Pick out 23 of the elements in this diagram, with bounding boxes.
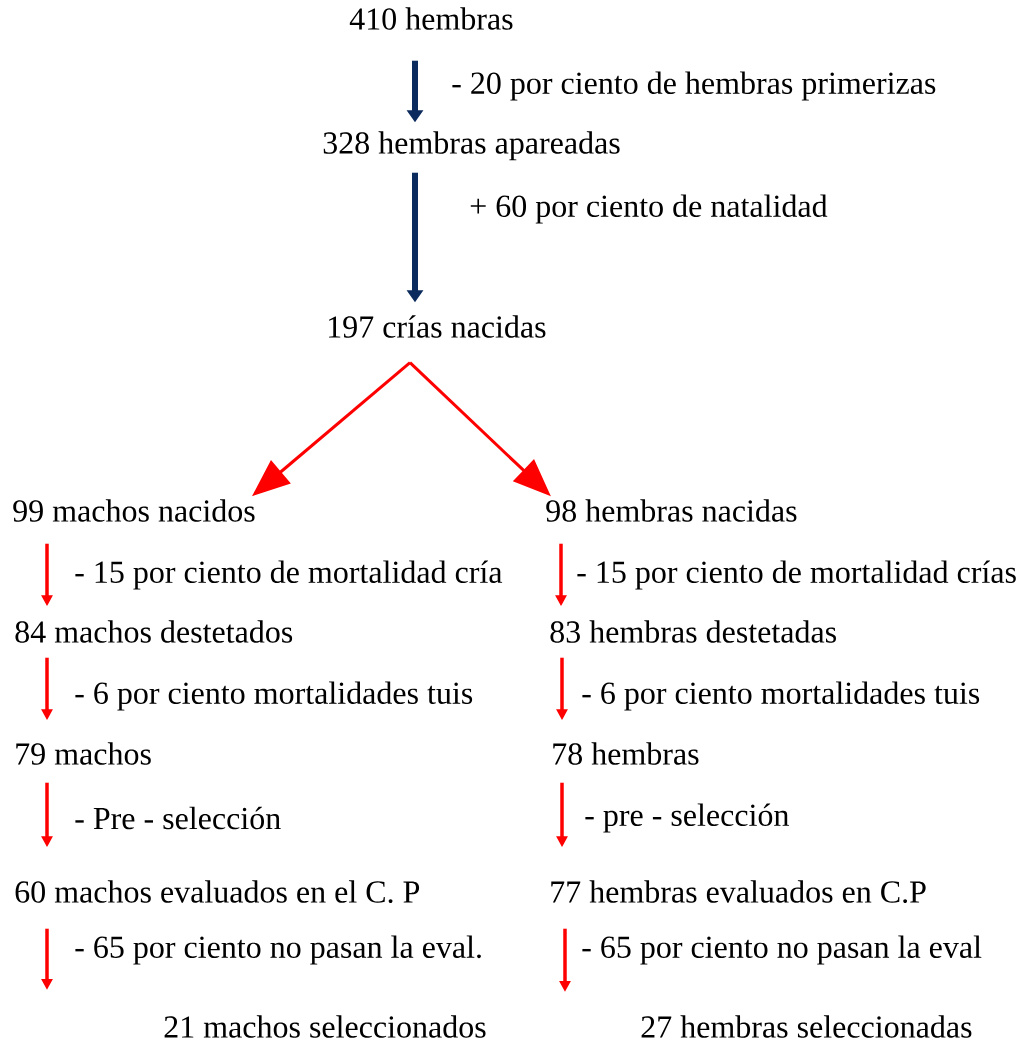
edge-label: - Pre - selección bbox=[75, 806, 281, 830]
flow-text: 197 crías nacidas bbox=[329, 315, 546, 338]
edge-label: - pre - selección bbox=[585, 803, 789, 833]
flow-text: 60 machos evaluados en el C. P bbox=[15, 880, 420, 903]
edge-label: + 60 por ciento de natalidad bbox=[470, 194, 828, 224]
flow-text: 328 hembras apareadas bbox=[323, 131, 620, 161]
edge-label: - 15 por ciento de mortalidad crías bbox=[577, 560, 1016, 590]
flow-text: 84 machos destetados bbox=[15, 620, 293, 643]
flow-text: 21 machos seleccionados bbox=[164, 1015, 486, 1038]
flow-text: 83 hembras destetadas bbox=[550, 620, 836, 643]
flow-text: 410 hembras bbox=[349, 7, 513, 30]
edge-label: - 65 por ciento no pasan la eval bbox=[582, 935, 982, 965]
flow-text: 99 machos nacidos bbox=[13, 499, 255, 522]
edge-label: - 15 por ciento de mortalidad cría bbox=[75, 560, 503, 590]
edge-label: - 20 por ciento de hembras primerizas bbox=[452, 71, 936, 101]
edge-label: - 6 por ciento mortalidades tuis bbox=[582, 681, 980, 711]
edge-label: - 65 por ciento no pasan la eval. bbox=[75, 935, 481, 965]
flow-text: 78 hembras bbox=[553, 742, 699, 765]
edge-label: - 6 por ciento mortalidades tuis bbox=[75, 681, 473, 711]
flow-text: 77 hembras evaluados en C.P bbox=[551, 880, 926, 903]
flow-text: 98 hembras nacidas bbox=[546, 499, 797, 522]
flow-text: 27 hembras seleccionadas bbox=[641, 1015, 972, 1038]
flow-text: 79 machos bbox=[16, 742, 151, 765]
